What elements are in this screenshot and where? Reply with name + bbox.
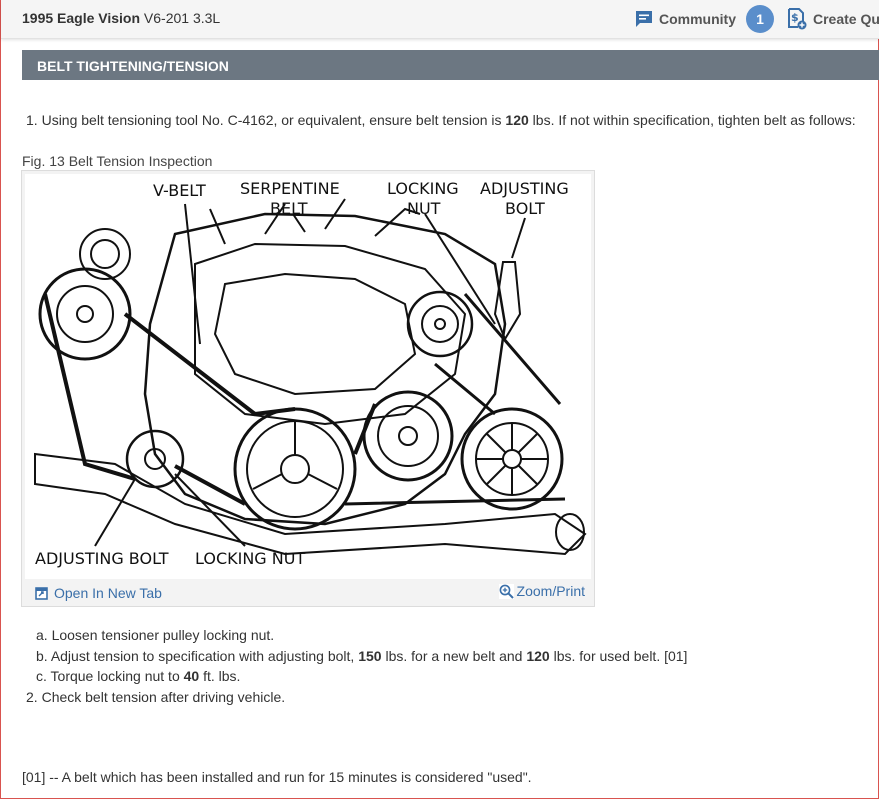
create-quote-button[interactable]: $ Create Quo bbox=[787, 6, 879, 32]
top-bar: 1995 Eagle Vision V6-201 3.3L Community … bbox=[1, 0, 879, 39]
zoom-print-label: Zoom/Print bbox=[516, 583, 585, 599]
label-locking-nut-bottom: LOCKING NUT bbox=[195, 549, 305, 568]
community-label: Community bbox=[659, 11, 736, 27]
vehicle-title: 1995 Eagle Vision V6-201 3.3L bbox=[22, 10, 221, 26]
chat-icon bbox=[636, 11, 652, 27]
label-bolt: BOLT bbox=[505, 199, 545, 218]
label-v-belt: V-BELT bbox=[153, 181, 206, 200]
footnote: [01] -- A belt which has been installed … bbox=[22, 769, 532, 785]
new-tab-icon bbox=[35, 586, 48, 600]
tension-value: 120 bbox=[505, 112, 529, 128]
figure-caption: Fig. 13 Belt Tension Inspection bbox=[22, 153, 213, 169]
section-header: BELT TIGHTENING/TENSION bbox=[22, 50, 879, 80]
zoom-icon bbox=[498, 583, 514, 599]
open-in-new-tab-link[interactable]: Open In New Tab bbox=[35, 585, 162, 601]
community-count-badge: 1 bbox=[746, 5, 774, 33]
substep-b: b. Adjust tension to specification with … bbox=[36, 648, 688, 664]
open-in-new-tab-label: Open In New Tab bbox=[54, 585, 162, 601]
belt-tension-diagram: V-BELT SERPENTINE BELT LOCKING NUT ADJUS… bbox=[25, 174, 591, 579]
substep-c: c. Torque locking nut to 40 ft. lbs. bbox=[36, 668, 241, 684]
svg-text:$: $ bbox=[791, 11, 799, 24]
figure-panel: V-BELT SERPENTINE BELT LOCKING NUT ADJUS… bbox=[21, 170, 595, 607]
label-serpentine: SERPENTINE bbox=[240, 179, 340, 198]
substep-a: a. Loosen tensioner pulley locking nut. bbox=[36, 627, 275, 643]
zoom-print-link[interactable]: Zoom/Print bbox=[498, 583, 585, 599]
step-1: 1. Using belt tensioning tool No. C-4162… bbox=[26, 112, 856, 128]
label-adjusting-bolt-bottom: ADJUSTING BOLT bbox=[35, 549, 169, 568]
section-title: BELT TIGHTENING/TENSION bbox=[37, 58, 229, 74]
label-nut: NUT bbox=[407, 199, 441, 218]
figure-toolbar: Open In New Tab Zoom/Print bbox=[25, 579, 591, 605]
label-locking: LOCKING bbox=[387, 179, 459, 198]
label-belt: BELT bbox=[270, 199, 308, 218]
create-quote-label: Create Quo bbox=[813, 11, 879, 27]
step-2: 2. Check belt tension after driving vehi… bbox=[26, 689, 286, 705]
community-button[interactable]: Community 1 bbox=[635, 5, 774, 33]
label-adjusting: ADJUSTING bbox=[480, 179, 569, 198]
create-quote-icon: $ bbox=[788, 8, 807, 30]
